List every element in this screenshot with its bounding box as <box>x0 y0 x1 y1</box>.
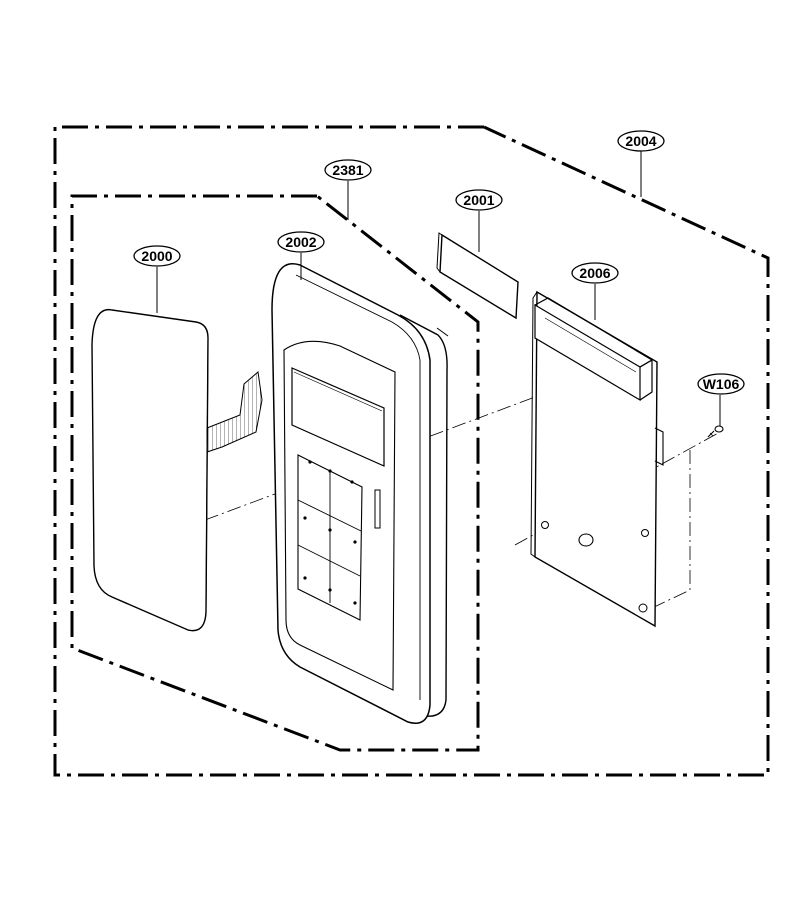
part-callout-2381: 2381 <box>324 159 372 181</box>
callout-label: W106 <box>703 376 740 392</box>
callout-label: 2000 <box>141 248 172 264</box>
part-callout-2004: 2004 <box>617 130 665 152</box>
part-callout-2001: 2001 <box>455 189 503 211</box>
part-callout-W106: W106 <box>697 373 745 395</box>
screw-axis-line <box>514 431 721 546</box>
screw-W106 <box>707 425 724 438</box>
callout-label: 2381 <box>332 162 363 178</box>
control-panel-housing-2002 <box>271 263 449 724</box>
assembly-boundary-inner <box>70 194 480 752</box>
part-callout-2006: 2006 <box>571 262 619 284</box>
callout-label: 2002 <box>285 234 316 250</box>
part-callout-2002: 2002 <box>277 231 325 253</box>
callout-label: 2001 <box>463 192 494 208</box>
pcb-connector <box>654 427 664 466</box>
screw-drop-line <box>651 450 691 609</box>
part-callout-2000: 2000 <box>133 245 181 267</box>
display-filter-2001 <box>436 232 519 320</box>
callout-label: 2004 <box>625 133 656 149</box>
callout-label: 2006 <box>579 265 610 281</box>
leader-lines <box>156 150 721 426</box>
assembly-boundary-outer <box>53 125 770 777</box>
pcb-assembly-2006 <box>530 290 664 628</box>
membrane-keypad-2000 <box>91 308 263 632</box>
ribbon-cable <box>206 371 263 453</box>
